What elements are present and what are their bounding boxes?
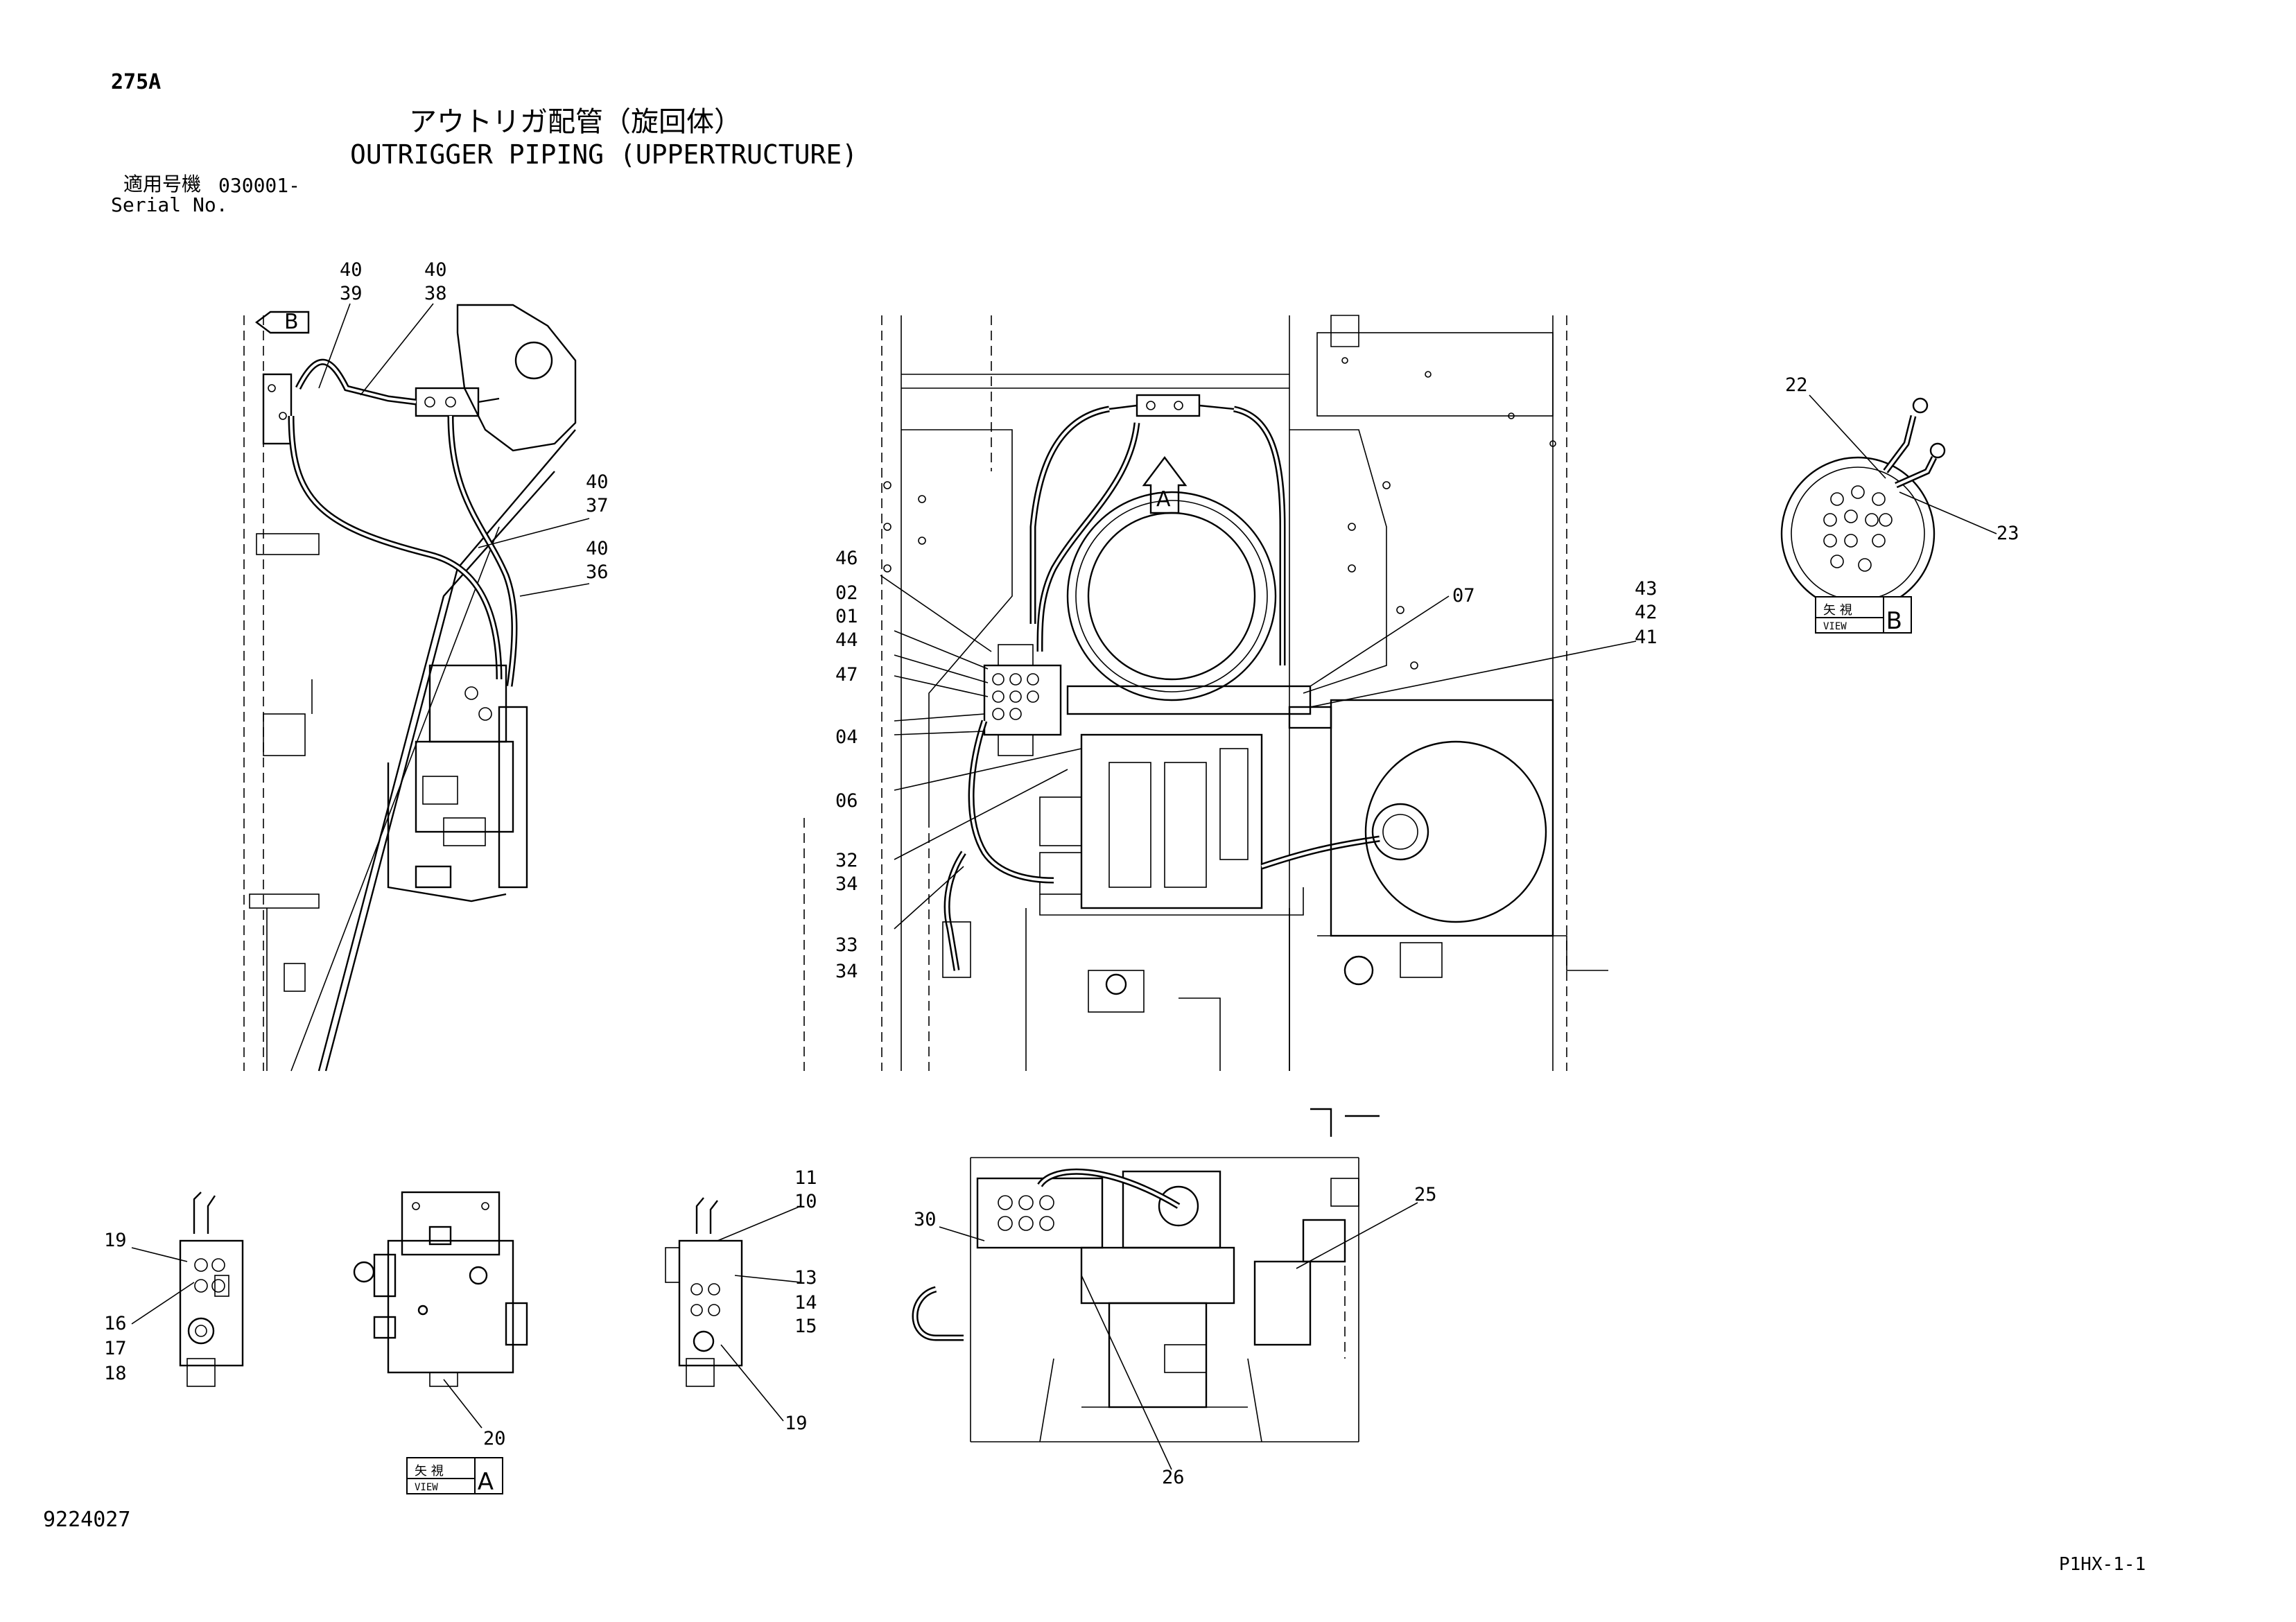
view-a-jp: 矢 視 xyxy=(415,1464,444,1479)
callout-01: 01 xyxy=(835,606,858,627)
front-elevation-view xyxy=(912,1108,1380,1442)
callout-37: 37 xyxy=(586,495,609,516)
page-code: 275A xyxy=(111,70,162,94)
callout-20: 20 xyxy=(483,1428,506,1449)
callout-30: 30 xyxy=(914,1209,937,1230)
callout-19-b: 19 xyxy=(785,1413,808,1434)
callout-40-a: 40 xyxy=(340,259,363,281)
callout-11: 11 xyxy=(794,1167,817,1189)
drawing-number: 9224027 xyxy=(43,1508,131,1532)
page-reference: P1HX-1-1 xyxy=(2059,1554,2146,1575)
callout-17: 17 xyxy=(104,1338,127,1359)
view-label-b: 矢 視 VIEW B xyxy=(1815,596,1912,635)
callout-34-b: 34 xyxy=(835,961,858,982)
arrow-marker-b: B xyxy=(284,310,299,334)
serial-value: 030001- xyxy=(218,174,301,197)
callout-38: 38 xyxy=(424,283,447,304)
callout-40-b: 40 xyxy=(424,259,447,281)
callout-33: 33 xyxy=(835,934,858,956)
leader-lines xyxy=(131,303,1997,1470)
callout-19-a: 19 xyxy=(104,1230,127,1251)
callout-43: 43 xyxy=(1635,578,1658,600)
bottom-valve-details xyxy=(179,1191,743,1387)
callout-04: 04 xyxy=(835,726,858,748)
callout-42: 42 xyxy=(1635,602,1658,623)
view-b-letter: B xyxy=(1886,607,1902,635)
left-side-view xyxy=(243,304,577,1072)
callout-13: 13 xyxy=(794,1267,817,1289)
callout-07: 07 xyxy=(1452,585,1475,607)
view-b-jp: 矢 視 xyxy=(1823,603,1852,618)
callout-32: 32 xyxy=(835,850,858,871)
callout-40-c: 40 xyxy=(586,471,609,493)
callout-46: 46 xyxy=(835,548,858,569)
view-label-a: 矢 視 VIEW A xyxy=(406,1457,503,1496)
view-a-en: VIEW xyxy=(415,1482,438,1493)
callout-16: 16 xyxy=(104,1313,127,1334)
callout-06: 06 xyxy=(835,790,858,812)
callout-41: 41 xyxy=(1635,627,1658,648)
callout-40-d: 40 xyxy=(586,538,609,559)
callout-02: 02 xyxy=(835,582,858,604)
serial-label-english: Serial No. xyxy=(111,193,228,216)
title-english: OUTRIGGER PIPING (UPPERTRUCTURE) xyxy=(350,139,858,170)
callout-10: 10 xyxy=(794,1191,817,1212)
callout-23: 23 xyxy=(1997,523,2019,544)
arrow-marker-a: A xyxy=(1156,487,1171,512)
callout-34-a: 34 xyxy=(835,873,858,895)
serial-label-japanese: 適用号機 xyxy=(123,173,202,195)
callout-18: 18 xyxy=(104,1363,127,1384)
callout-47: 47 xyxy=(835,664,858,686)
callout-14: 14 xyxy=(794,1292,817,1314)
view-b-detail xyxy=(1780,397,1946,611)
callout-44: 44 xyxy=(835,629,858,651)
view-b-en: VIEW xyxy=(1823,621,1847,632)
callout-25: 25 xyxy=(1414,1184,1437,1205)
main-top-view xyxy=(803,315,1608,1071)
callout-39: 39 xyxy=(340,283,363,304)
view-a-letter: A xyxy=(477,1468,494,1496)
callout-15: 15 xyxy=(794,1316,817,1337)
callout-26: 26 xyxy=(1162,1467,1185,1488)
callout-36: 36 xyxy=(586,561,609,583)
callout-22: 22 xyxy=(1785,374,1808,396)
title-japanese: アウトリガ配管（旋回体） xyxy=(409,106,742,138)
